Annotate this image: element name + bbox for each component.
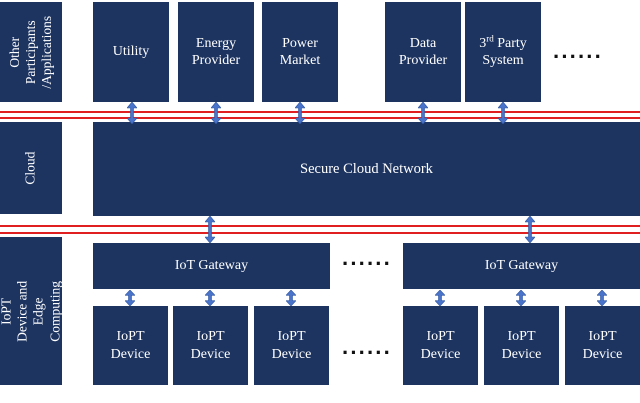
double-arrow-icon (127, 102, 137, 124)
third-party-system-label: 3rd Party System (479, 32, 527, 68)
power-market-box: Power Market (262, 2, 338, 102)
iopt-device-label-1: IoPT Device (110, 329, 151, 362)
iopt-device-label-2: IoPT Device (190, 329, 231, 362)
iot-side-label: IoPT Device and Edge Computing (0, 237, 62, 385)
iopt-device-box-3: IoPT Device (254, 306, 329, 385)
iot-gateway-label-left: IoT Gateway (174, 258, 249, 274)
iopt-device-box-6: IoPT Device (565, 306, 640, 385)
double-arrow-icon (286, 290, 296, 306)
utility-box: Utility (93, 2, 169, 102)
iopt-device-box-2: IoPT Device (173, 306, 248, 385)
iopt-device-label-3: IoPT Device (271, 329, 312, 362)
divider-line-mid-2 (0, 232, 640, 234)
iot-gateway-box-right: IoT Gateway (403, 243, 640, 289)
energy-provider-label: Energy Provider (191, 35, 241, 69)
participants-side-text: Other Participants /Applications (6, 15, 55, 89)
participants-ellipsis: ······ (553, 44, 603, 69)
double-arrow-icon (125, 290, 135, 306)
double-arrow-icon (295, 102, 305, 124)
device-ellipsis: ······ (342, 340, 392, 365)
iopt-device-box-1: IoPT Device (93, 306, 168, 385)
energy-provider-box: Energy Provider (178, 2, 254, 102)
iopt-device-label-6: IoPT Device (582, 329, 623, 362)
participants-side-label: Other Participants /Applications (0, 2, 62, 102)
power-market-label: Power Market (279, 35, 321, 69)
iot-gateway-box-left: IoT Gateway (93, 243, 330, 289)
secure-cloud-network-label: Secure Cloud Network (300, 160, 433, 177)
gateway-ellipsis: ······ (342, 251, 392, 276)
data-provider-label: Data Provider (398, 35, 448, 69)
data-provider-box: Data Provider (385, 2, 461, 102)
third-party-system-box: 3rd Party System (465, 2, 541, 102)
iopt-device-box-5: IoPT Device (484, 306, 559, 385)
secure-cloud-network-box: Secure Cloud Network (93, 122, 640, 216)
iot-side-text: IoPT Device and Edge Computing (0, 280, 62, 342)
iopt-device-box-4: IoPT Device (403, 306, 478, 385)
double-arrow-icon (516, 290, 526, 306)
divider-line-top-2 (0, 117, 640, 119)
iot-gateway-label-right: IoT Gateway (484, 258, 559, 274)
double-arrow-icon (418, 102, 428, 124)
double-arrow-icon (205, 290, 215, 306)
double-arrow-icon (498, 102, 508, 124)
iopt-device-label-5: IoPT Device (501, 329, 542, 362)
iopt-device-label-4: IoPT Device (420, 329, 461, 362)
utility-label: Utility (112, 44, 150, 60)
cloud-side-text: Cloud (22, 151, 38, 185)
double-arrow-icon (435, 290, 445, 306)
double-arrow-icon (597, 290, 607, 306)
divider-line-top-1 (0, 111, 640, 113)
divider-line-mid-1 (0, 225, 640, 227)
double-arrow-icon (211, 102, 221, 124)
cloud-side-label: Cloud (0, 122, 62, 214)
double-arrow-icon (205, 216, 215, 243)
double-arrow-icon (525, 216, 535, 243)
